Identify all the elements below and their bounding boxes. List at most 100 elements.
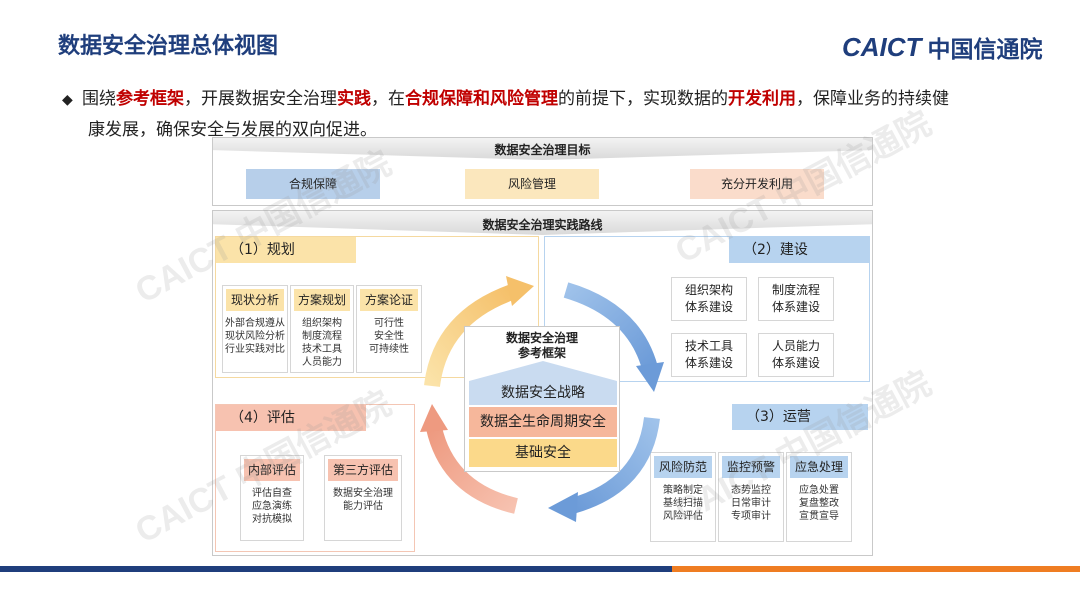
card-line: 安全性 <box>374 331 404 342</box>
card-line: 制度流程 <box>771 283 820 297</box>
card-line: 风险评估 <box>663 511 703 522</box>
quadrant-operate: （3）运营 风险防范 策略制定 基线扫描 风险评估 监控预警 态势监控 日常审计… <box>646 404 870 552</box>
build-card-process: 制度流程 体系建设 <box>758 277 834 321</box>
operate-card-title: 监控预警 <box>722 456 780 478</box>
framework-layer-foundation: 基础安全 <box>469 439 617 467</box>
build-card-personnel: 人员能力 体系建设 <box>758 333 834 377</box>
quadrant-assess-heading: （4）评估 <box>216 405 366 431</box>
quadrant-plan-heading: （1）规划 <box>216 237 356 263</box>
card-line: 行业实践对比 <box>225 344 285 355</box>
caict-logo: CAICT 中国信通院 <box>842 30 1042 64</box>
framework-layer-lifecycle: 数据全生命周期安全 <box>469 407 617 437</box>
plan-card-body: 组织架构 制度流程 技术工具 人员能力 <box>291 311 353 369</box>
intro-highlight-4: 开发利用 <box>728 89 796 109</box>
card-line: 宣贯宣导 <box>799 511 839 522</box>
diamond-bullet-icon: ◆ <box>62 92 73 108</box>
quadrant-assess: （4）评估 内部评估 评估自查 应急演练 对抗模拟 第三方评估 数据安全治理 能… <box>215 404 415 552</box>
plan-card-status-analysis: 现状分析 外部合规遵从 现状风险分析 行业实践对比 <box>222 285 288 373</box>
card-line: 体系建设 <box>684 356 733 370</box>
card-line: 策略制定 <box>663 485 703 496</box>
assess-card-third-party: 第三方评估 数据安全治理 能力评估 <box>324 455 402 541</box>
framework-title: 数据安全治理 参考框架 <box>465 331 619 361</box>
card-line: 基线扫描 <box>663 498 703 509</box>
operate-card-body: 策略制定 基线扫描 风险评估 <box>651 478 715 523</box>
goals-title-bar <box>213 138 872 160</box>
operate-card-title: 风险防范 <box>654 456 712 478</box>
footer-band <box>0 566 1080 572</box>
assess-card-title: 第三方评估 <box>328 459 398 481</box>
card-line: 外部合规遵从 <box>225 318 285 329</box>
card-line: 应急演练 <box>252 501 292 512</box>
intro-text-4: 的前提下，实现数据的 <box>558 89 728 109</box>
framework-roof <box>469 361 617 381</box>
card-line: 对抗模拟 <box>252 514 292 525</box>
intro-line-2: 康发展，确保安全与发展的双向促进。 <box>88 120 377 140</box>
quadrant-plan: （1）规划 现状分析 外部合规遵从 现状风险分析 行业实践对比 方案规划 组织架… <box>215 236 539 378</box>
framework-layer-strategy: 数据安全战略 <box>469 381 617 405</box>
governance-goals-panel: 数据安全治理目标 合规保障 风险管理 充分开发利用 <box>212 137 873 206</box>
assess-card-body: 数据安全治理 能力评估 <box>325 481 401 513</box>
card-line: 技术工具 <box>684 339 733 353</box>
intro-highlight-1: 参考框架 <box>116 89 184 109</box>
card-line: 能力评估 <box>343 501 383 512</box>
assess-card-body: 评估自查 应急演练 对抗模拟 <box>241 481 303 526</box>
card-line: 人员能力 <box>771 339 820 353</box>
card-line: 数据安全治理 <box>333 488 393 499</box>
plan-card-solution-planning: 方案规划 组织架构 制度流程 技术工具 人员能力 <box>290 285 354 373</box>
card-line: 专项审计 <box>731 511 771 522</box>
operate-card-risk-prevention: 风险防范 策略制定 基线扫描 风险评估 <box>650 452 716 542</box>
card-line: 态势监控 <box>731 485 771 496</box>
intro-highlight-2: 实践 <box>337 89 371 109</box>
quadrant-build-heading: （2）建设 <box>729 237 869 263</box>
plan-card-title: 现状分析 <box>226 289 284 311</box>
intro-text-1: 围绕 <box>82 89 116 109</box>
goals-title: 数据安全治理目标 <box>494 143 591 157</box>
operate-card-body: 应急处置 复盘整改 宣贯宣导 <box>787 478 851 523</box>
card-line: 应急处置 <box>799 485 839 496</box>
intro-text-5: ，保障业务的持续健 <box>796 89 949 109</box>
plan-card-solution-validation: 方案论证 可行性 安全性 可持续性 <box>356 285 422 373</box>
practice-title: 数据安全治理实践路线 <box>482 218 603 232</box>
intro-paragraph: ◆ 围绕参考框架，开展数据安全治理实践，在合规保障和风险管理的前提下，实现数据的开… <box>62 84 1022 145</box>
plan-card-body: 外部合规遵从 现状风险分析 行业实践对比 <box>223 311 287 356</box>
assess-card-title: 内部评估 <box>244 459 300 481</box>
card-line: 复盘整改 <box>799 498 839 509</box>
goal-development-utilization: 充分开发利用 <box>690 169 824 199</box>
operate-card-body: 态势监控 日常审计 专项审计 <box>719 478 783 523</box>
plan-card-title: 方案规划 <box>294 289 350 311</box>
card-line: 制度流程 <box>302 331 342 342</box>
logo-english-text: CAICT <box>842 31 922 62</box>
build-card-organization: 组织架构 体系建设 <box>671 277 747 321</box>
card-line: 人员能力 <box>302 357 342 368</box>
card-line: 组织架构 <box>684 283 733 297</box>
reference-framework: 数据安全治理 参考框架 数据安全战略 数据全生命周期安全 基础安全 <box>464 326 620 472</box>
intro-text-2: ，开展数据安全治理 <box>184 89 337 109</box>
card-line: 日常审计 <box>731 498 771 509</box>
footer-band-accent <box>672 566 1080 572</box>
page-title: 数据安全治理总体视图 <box>58 34 279 59</box>
framework-title-line-2: 参考框架 <box>517 346 566 360</box>
goal-compliance: 合规保障 <box>246 169 380 199</box>
operate-card-title: 应急处理 <box>790 456 848 478</box>
card-line: 体系建设 <box>771 300 820 314</box>
card-line: 技术工具 <box>302 344 342 355</box>
card-line: 可行性 <box>374 318 404 329</box>
intro-highlight-3: 合规保障和风险管理 <box>405 89 558 109</box>
framework-title-line-1: 数据安全治理 <box>505 331 578 345</box>
card-line: 可持续性 <box>369 344 409 355</box>
build-card-tools: 技术工具 体系建设 <box>671 333 747 377</box>
card-line: 组织架构 <box>302 318 342 329</box>
card-line: 体系建设 <box>771 356 820 370</box>
logo-chinese-text: 中国信通院 <box>927 37 1043 63</box>
card-line: 现状风险分析 <box>225 331 285 342</box>
quadrant-operate-heading: （3）运营 <box>732 404 868 430</box>
assess-card-internal: 内部评估 评估自查 应急演练 对抗模拟 <box>240 455 304 541</box>
plan-card-body: 可行性 安全性 可持续性 <box>357 311 421 356</box>
card-line: 体系建设 <box>684 300 733 314</box>
intro-line-1: ◆ 围绕参考框架，开展数据安全治理实践，在合规保障和风险管理的前提下，实现数据的开… <box>62 84 1022 115</box>
intro-text-3: ，在 <box>371 89 405 109</box>
operate-card-emergency: 应急处理 应急处置 复盘整改 宣贯宣导 <box>786 452 852 542</box>
goal-risk-management: 风险管理 <box>465 169 599 199</box>
quadrant-build: （2）建设 组织架构 体系建设 制度流程 体系建设 技术工具 体系建设 人员能力… <box>544 236 870 382</box>
plan-card-title: 方案论证 <box>360 289 418 311</box>
